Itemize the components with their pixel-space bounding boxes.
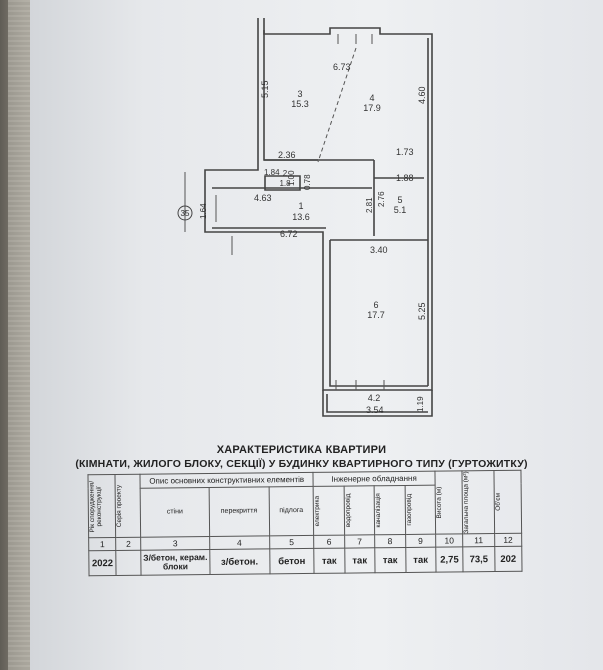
dim-6-73: 6.73 [333, 62, 351, 72]
col-number: 10 [435, 534, 463, 548]
height-value: 2,75 [435, 547, 464, 573]
col-number: 12 [494, 533, 522, 547]
room-1-number: 1 [298, 201, 303, 211]
col-number: 8 [374, 534, 406, 549]
volume-value: 202 [494, 546, 523, 572]
dim-2-36: 2.36 [278, 150, 296, 160]
dim-1-88: 1.88 [396, 173, 414, 183]
dim-1-19: 1.19 [416, 396, 425, 412]
characteristics-table: Рік спорудження/ реконструкції Серія про… [87, 470, 523, 577]
col-number: 7 [344, 535, 375, 549]
col-number: 3 [140, 536, 210, 551]
dim-3-54: 3.54 [366, 405, 384, 415]
room-6-area: 17.7 [367, 310, 385, 320]
dim-1-73: 1.73 [396, 147, 414, 157]
room-3-area: 15.3 [291, 99, 309, 109]
col-sewer-header: каналізація [374, 492, 383, 528]
dim-4-60: 4.60 [417, 86, 427, 104]
series-value [115, 550, 142, 576]
col-volume-header: Об'єм [494, 493, 502, 512]
walls-value: З/бетон, керам. блоки [140, 549, 210, 576]
doc-subtitle: (КІМНАТИ, ЖИЛОГО БЛОКУ, СЕКЦІЇ) У БУДИНК… [75, 458, 528, 470]
dim-5-15: 5.15 [260, 80, 270, 98]
sewer-value: так [374, 547, 406, 574]
floors-value: з/бетон. [209, 549, 270, 575]
room-4-area: 17.9 [363, 103, 381, 113]
data-row: 2022 З/бетон, керам. блоки з/бетон. бето… [88, 546, 523, 577]
room-4-number: 4 [369, 93, 374, 103]
water-value: так [344, 548, 376, 574]
floor-value: бетон [269, 548, 315, 575]
total-area-value: 73,5 [462, 546, 495, 573]
col-gas-header: газопровід [405, 493, 413, 526]
col-height-header: Висота (м) [435, 486, 443, 519]
room-2-area: 1.8 [279, 179, 291, 188]
col-electric-header: електрика [313, 495, 322, 527]
room-3-number: 3 [297, 89, 302, 99]
document-page [30, 0, 603, 670]
electric-value: так [313, 548, 345, 574]
col-number: 6 [313, 535, 345, 549]
floor-plan: 35 6.73 5.15 4.60 2.36 1.73 1.84 1.00 0.… [177, 18, 433, 417]
room-5-number: 5 [397, 195, 402, 205]
col-number: 11 [462, 533, 495, 548]
col-walls-header: стіни [140, 487, 210, 538]
col-water-header: водопровід [344, 493, 352, 528]
year-value: 2022 [88, 550, 117, 577]
room-2-number: 2 [283, 169, 288, 178]
engineering-group-header: Інженерне обладнання [313, 471, 436, 486]
room-5-area: 5.1 [394, 205, 407, 215]
col-year-header: Рік спорудження/ реконструкції [88, 480, 104, 533]
col-number: 4 [209, 536, 270, 550]
dim-4-63: 4.63 [254, 193, 272, 203]
col-number: 1 [88, 537, 116, 552]
col-series-header: Серія проекту [115, 484, 124, 528]
dim-0-78: 0.78 [303, 174, 312, 190]
dim-1-84: 1.84 [264, 168, 280, 177]
col-floor-header: підлога [268, 485, 314, 537]
balcony-label: 4.2 [368, 393, 381, 403]
col-floors-header: перекриття [208, 486, 270, 537]
room-1-area: 13.6 [292, 212, 310, 222]
dim-5-25: 5.25 [417, 302, 427, 320]
dim-1-00: 1.00 [287, 170, 296, 186]
dim-2-76: 2.76 [377, 191, 386, 207]
gas-value: так [405, 547, 436, 573]
dim-6-72: 6.72 [280, 229, 298, 239]
dim-3-40: 3.40 [370, 245, 388, 255]
col-number: 2 [115, 537, 141, 551]
col-number: 9 [405, 534, 436, 548]
axis-mark: 35 [181, 209, 190, 218]
col-number: 5 [269, 535, 314, 550]
col-total-area-header: Загальна площа (м²) [462, 471, 471, 534]
doc-title: ХАРАКТЕРИСТИКА КВАРТИРИ [216, 444, 387, 456]
room-6-number: 6 [373, 300, 378, 310]
dim-1-64: 1.64 [199, 203, 208, 219]
dim-2-81: 2.81 [365, 197, 374, 213]
